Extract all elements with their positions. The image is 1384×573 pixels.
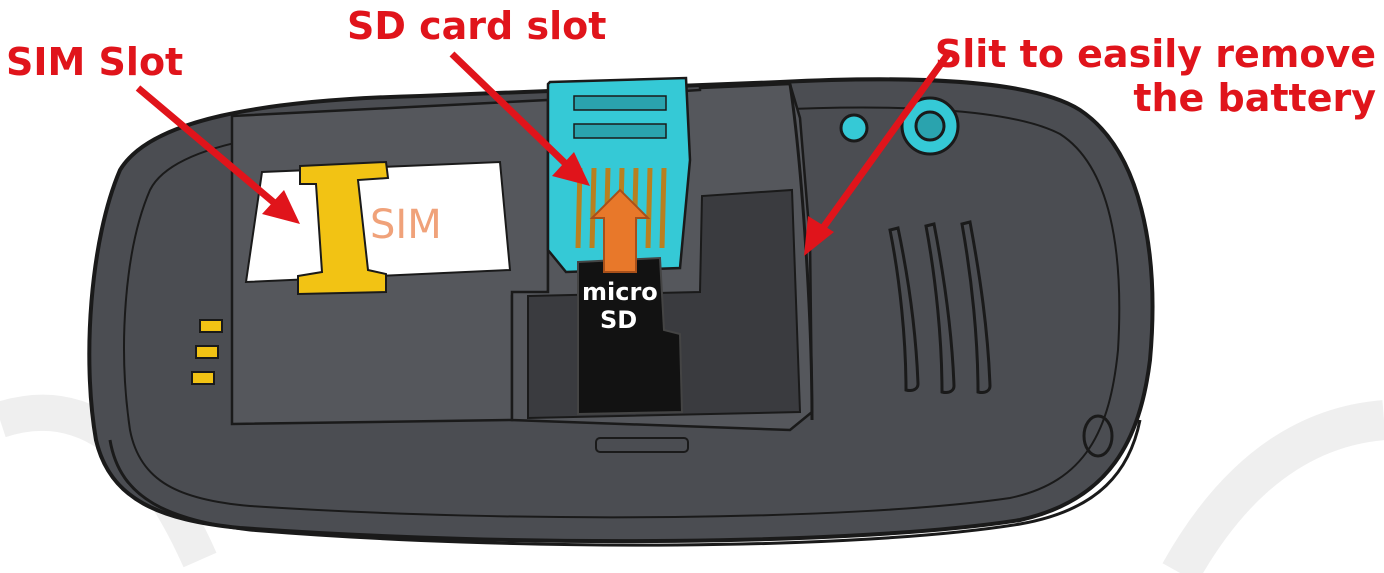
insert-direction-arrow: [589, 188, 651, 273]
screw-hole: [1082, 414, 1114, 458]
micro-sd-card: micro SD: [577, 256, 684, 416]
sd-card-slot-label: SD card slot: [347, 4, 607, 48]
sim-slot-label: SIM Slot: [6, 40, 184, 84]
sim-card: SIM: [244, 160, 512, 284]
arrow-battery-slit: [804, 51, 951, 256]
battery-slit-label-line-1: Slit to easily remove: [934, 32, 1376, 76]
speaker-grille: [888, 220, 992, 394]
annotation-arrows: [135, 51, 951, 256]
arrow-sd-card-slot: [449, 51, 590, 186]
micro-sd-text-bottom: SD: [600, 306, 637, 334]
battery-slit-label: Slit to easily remove the battery: [935, 32, 1376, 120]
sim-tray: [297, 160, 390, 296]
camera-lens: [839, 96, 960, 156]
watermark-arc-right: [1162, 400, 1384, 573]
sim-contacts: [191, 319, 223, 385]
sd-card-holder: [546, 76, 692, 274]
battery-slit-label-line-2: the battery: [1133, 76, 1376, 120]
bottom-slot: [595, 437, 689, 453]
sim-card-text: SIM: [370, 202, 442, 248]
arrow-sim-slot: [135, 85, 300, 224]
micro-sd-text-top: micro: [582, 278, 658, 306]
